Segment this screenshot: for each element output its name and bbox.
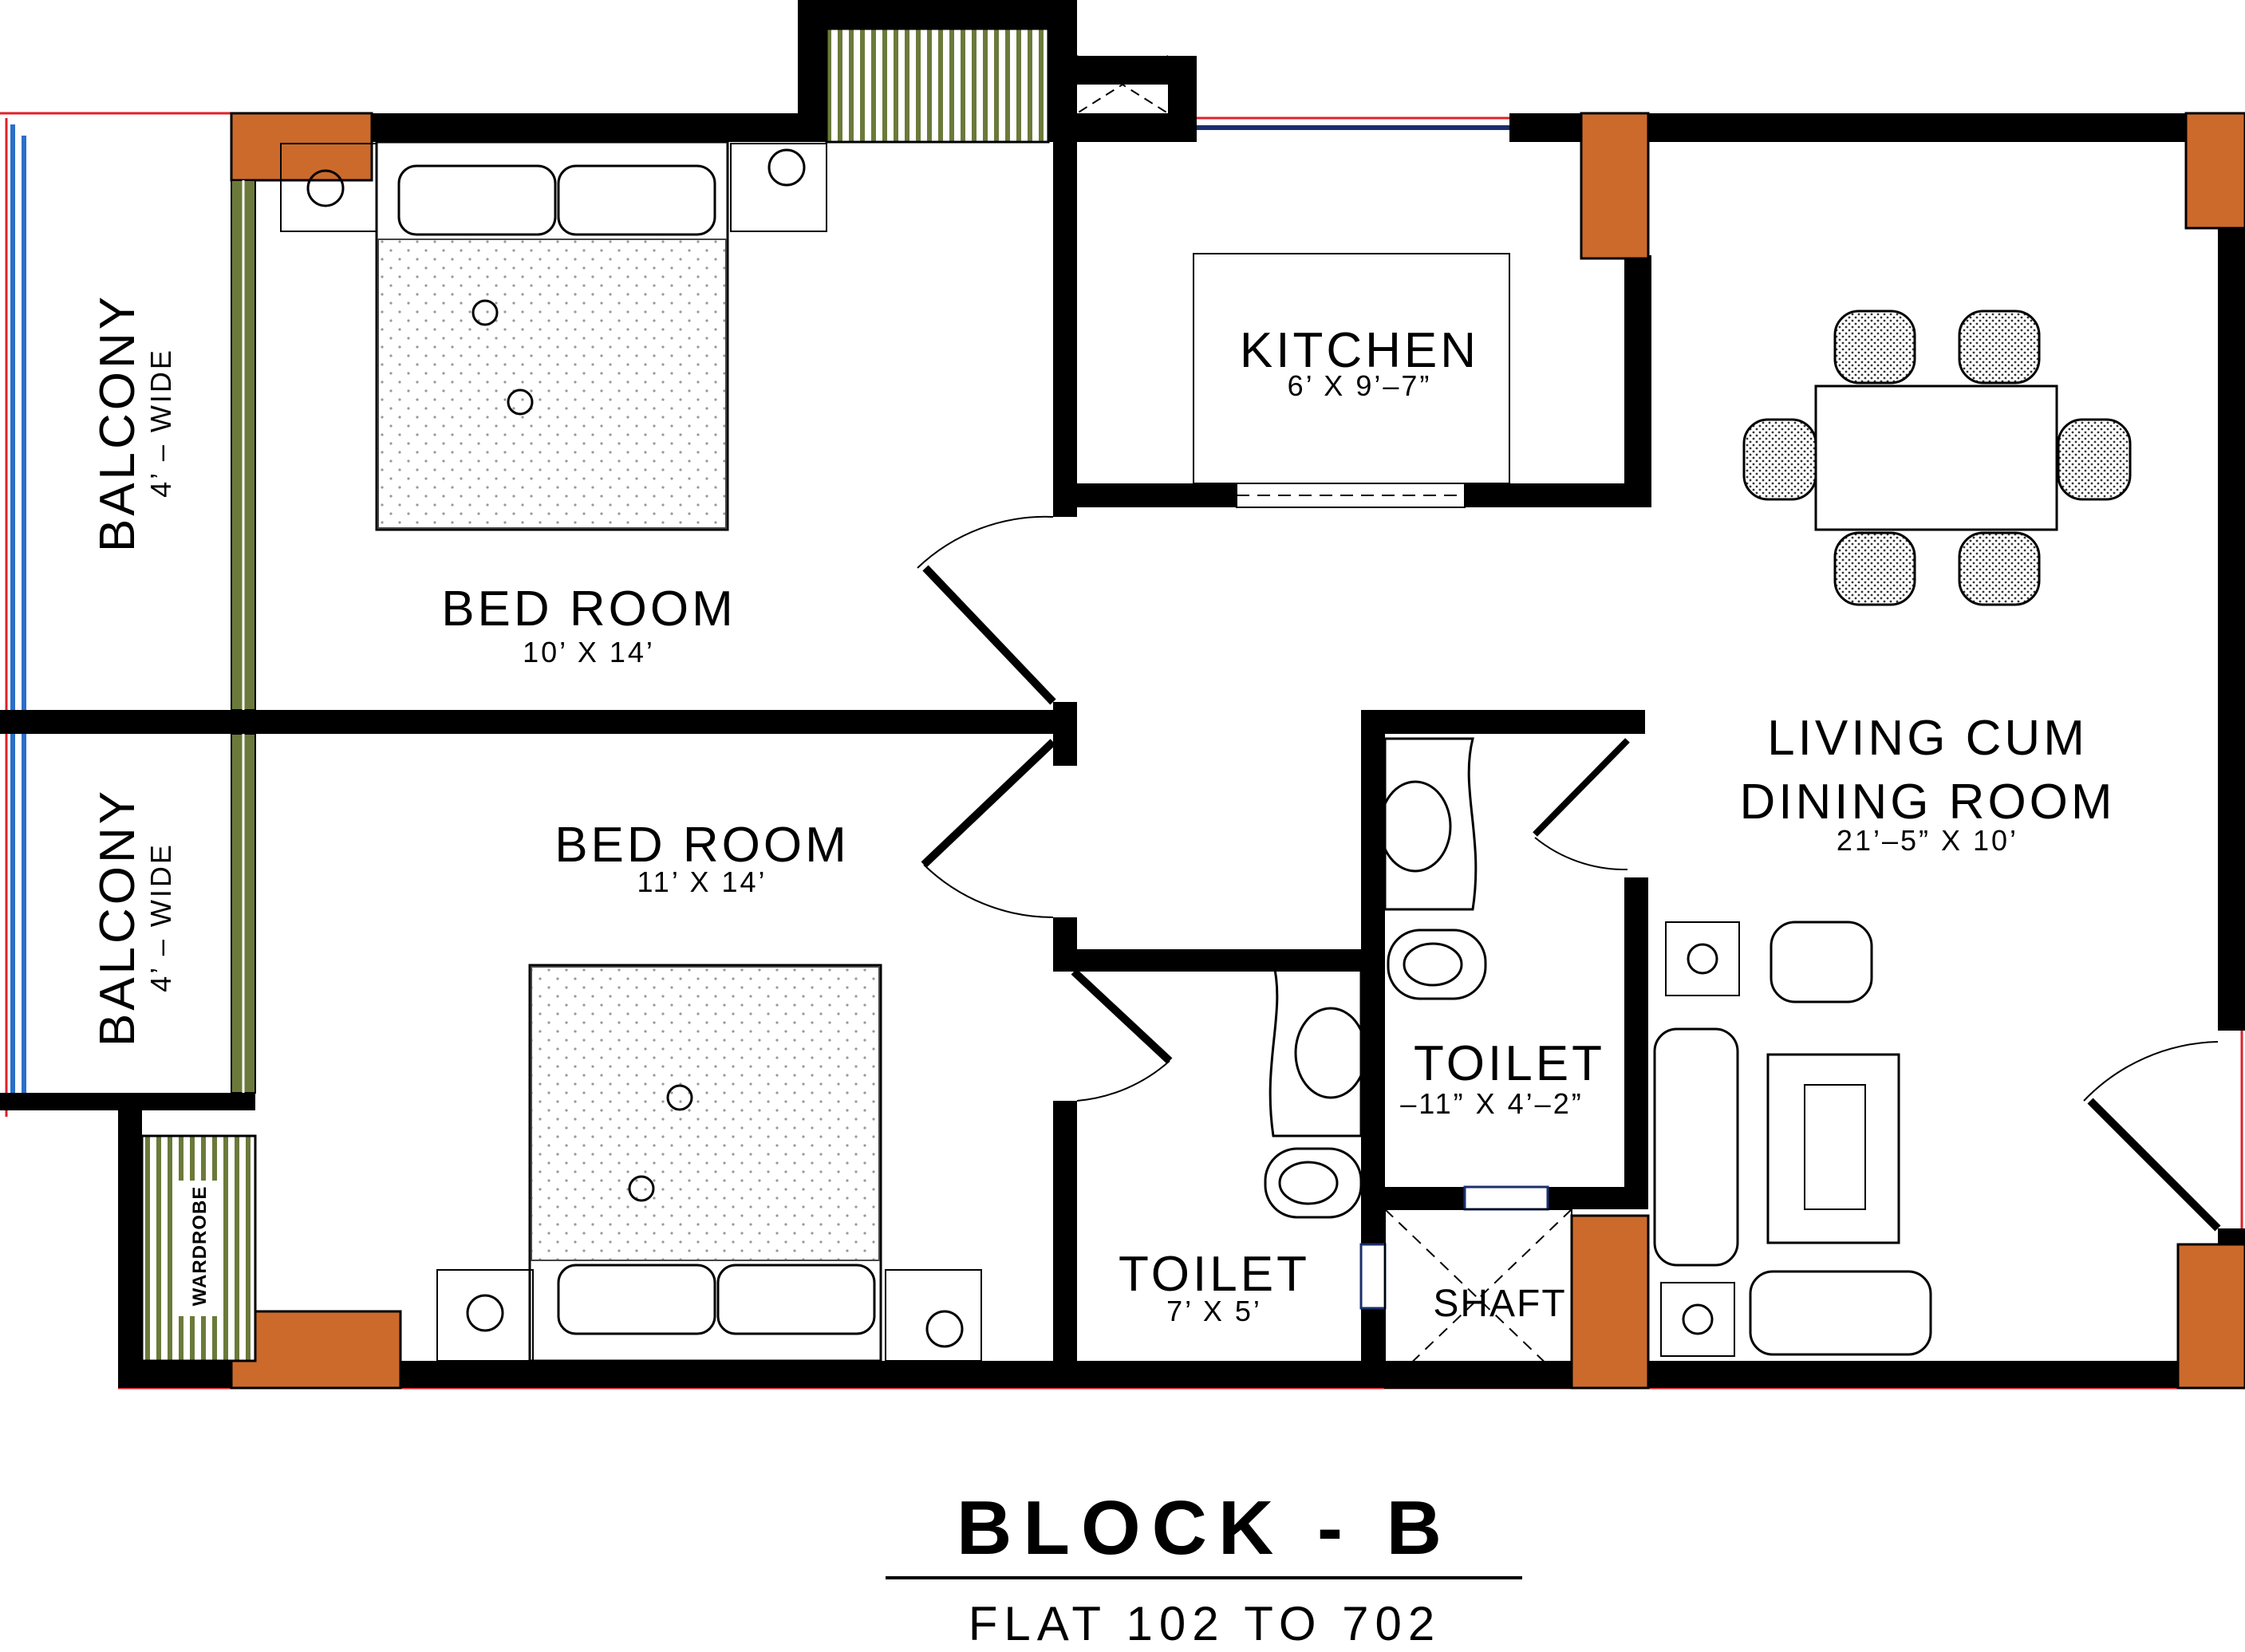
windows	[231, 27, 1549, 1310]
plan-title: BLOCK - B	[957, 1485, 1453, 1571]
kitchen-counter	[1193, 253, 1510, 484]
dining-set	[1742, 310, 2132, 606]
columns	[230, 112, 2245, 1390]
shaft-cross	[1384, 1208, 1572, 1389]
living-name-line1: LIVING CUM	[1767, 711, 2088, 766]
bedroom-1-dim: 10’ X 14’	[523, 636, 655, 668]
balcony-1-dim: 4’ – WIDE	[144, 348, 177, 498]
balcony-1-name: BALCONY	[90, 294, 145, 552]
bedroom-1-name: BED ROOM	[441, 582, 736, 637]
toilet-2-name: TOILET	[1119, 1247, 1310, 1302]
balcony-2-name: BALCONY	[90, 788, 145, 1047]
plan-subtitle: FLAT 102 TO 702	[969, 1597, 1442, 1650]
living-furniture	[1653, 921, 1932, 1357]
walls	[0, 0, 2245, 1388]
doors	[917, 515, 2221, 1232]
kitchen-dim: 6’ X 9’–7”	[1288, 369, 1432, 402]
bedroom-2-name: BED ROOM	[554, 818, 850, 873]
bed-2	[436, 964, 982, 1362]
toilet-2-dim: 7’ X 5’	[1166, 1295, 1262, 1327]
wardrobe-label: WARDROBE	[189, 1186, 211, 1307]
balcony-2-dim: 4’ – WIDE	[144, 842, 177, 992]
living-name-line2: DINING ROOM	[1739, 775, 2115, 830]
shaft-name: SHAFT	[1433, 1283, 1566, 1325]
toilet-1-name: TOILET	[1414, 1036, 1605, 1091]
bedroom-2-dim: 11’ X 14’	[637, 865, 767, 898]
toilet-1-dim: –11” X 4’–2”	[1400, 1087, 1583, 1120]
toilet-fixtures	[1264, 737, 1487, 1219]
bed-1	[280, 140, 827, 531]
living-dim: 21’–5” X 10’	[1837, 824, 2018, 857]
vent-cross	[1076, 55, 1169, 114]
kitchen-name: KITCHEN	[1240, 323, 1479, 378]
